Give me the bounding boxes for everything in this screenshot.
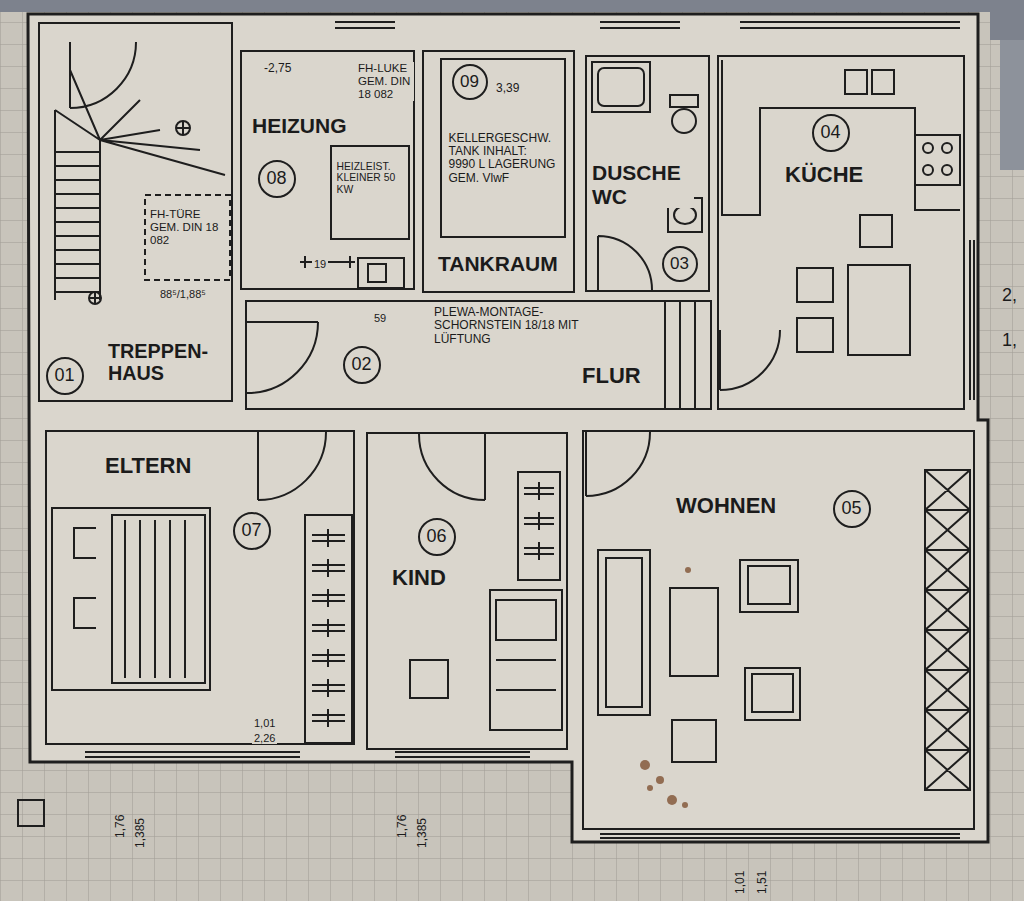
room-number-text: 01	[52, 365, 76, 385]
room-number-text: 05	[839, 498, 863, 518]
dimension: 1,51	[756, 869, 769, 896]
kitchen: KÜCHE 04	[717, 55, 965, 410]
room-number: 07	[233, 512, 271, 550]
level-mark: -2,75	[262, 62, 293, 75]
room-name: FLUR	[580, 364, 643, 389]
fire-door-note: FH-TÜRE GEM. DIN 18 082	[148, 208, 228, 247]
bedroom: ELTERN 07	[45, 430, 355, 745]
door-dimension: 88⁵/1,88⁵	[158, 288, 208, 300]
dimension: 1,385	[134, 816, 147, 850]
room-number-text: 09	[458, 72, 481, 91]
dimension: 2,	[1000, 285, 1019, 305]
room-name: TREPPEN- HAUS	[106, 340, 231, 384]
room-number-text: 06	[424, 526, 448, 546]
room-number: 09	[452, 64, 488, 100]
dimension: 1,76	[396, 813, 409, 840]
room-number-text: 07	[239, 520, 263, 540]
room-name: KÜCHE	[783, 163, 865, 188]
room-number: 03	[662, 246, 698, 282]
room-number-text: 08	[264, 168, 288, 188]
equipment-note: HEIZLEIST. KLEINER 50 KW	[335, 161, 407, 196]
level-mark: 3,39	[494, 82, 521, 95]
boiler-box: HEIZLEIST. KLEINER 50 KW	[330, 145, 410, 240]
bathroom: DUSCHE WC 03	[585, 55, 710, 292]
room-name: HEIZUNG	[250, 114, 349, 138]
room-number: 04	[812, 114, 850, 152]
room-name: TANKRAUM	[436, 252, 560, 276]
dimension: 59	[372, 312, 388, 324]
equipment-note: KELLERGESCHW. TANK INHALT: 9990 L LAGERU…	[447, 132, 559, 186]
room-number-text: 03	[668, 254, 691, 273]
dimension: 1,01	[734, 869, 747, 896]
room-number-text: 04	[818, 122, 842, 142]
dimension: 1,76	[114, 813, 127, 840]
room-name: ELTERN	[103, 454, 193, 479]
room-number: 06	[418, 518, 456, 556]
room-name: WOHNEN	[674, 494, 778, 519]
room-name: DUSCHE WC	[590, 161, 694, 208]
door-dimension: 1,01	[252, 717, 277, 729]
room-number: 02	[343, 346, 381, 384]
fire-hatch-note: FH-LUKE GEM. DIN 18 082	[356, 62, 414, 101]
room-number: 05	[833, 490, 871, 528]
dimension: 1,	[1000, 330, 1019, 350]
door-dimension: 2,26	[252, 732, 277, 744]
room-number: 08	[258, 160, 296, 198]
dimension: 19	[312, 258, 328, 270]
room-name: KIND	[390, 566, 448, 591]
chimney-note: PLEWA-MONTAGE-SCHORNSTEIN 18/18 MIT LÜFT…	[432, 306, 582, 346]
room-number-text: 02	[349, 354, 373, 374]
living-room: WOHNEN 05	[582, 430, 975, 830]
childrens-room: KIND 06	[366, 432, 568, 750]
room-number: 01	[46, 357, 84, 395]
dimension: 1,385	[416, 816, 429, 850]
